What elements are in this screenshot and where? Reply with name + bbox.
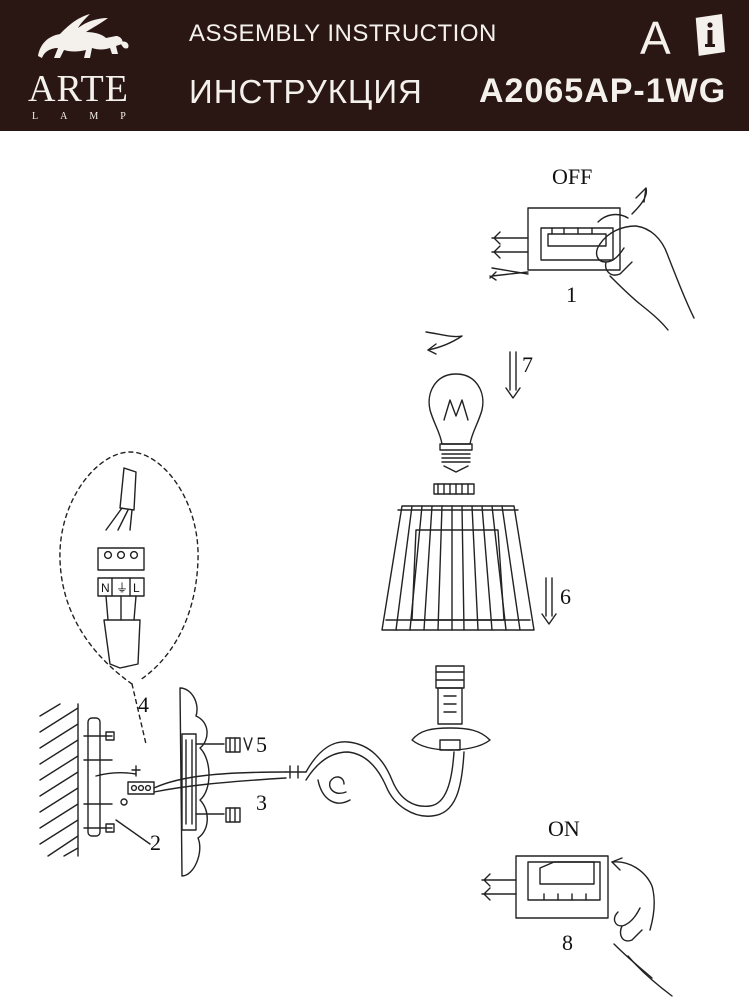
terminal-ground-label: ⏚ <box>116 581 128 595</box>
wiring-detail-bubble <box>59 451 199 745</box>
griffin-logo-icon <box>38 14 129 58</box>
switch-on-icon <box>481 855 609 919</box>
lamp-socket-icon <box>411 665 491 751</box>
language-letter: A <box>640 12 671 64</box>
header-bar: ARTE LAMP ASSEMBLY INSTRUCTION ИНСТРУКЦИ… <box>0 0 749 131</box>
leader-line-2 <box>115 819 151 845</box>
switch-off-label: OFF <box>552 164 592 189</box>
assembly-diagram: OFF 1 7 6 <box>39 164 695 997</box>
wall-bracket-icon <box>83 717 137 837</box>
step-3-label: 3 <box>256 790 267 815</box>
wall-plate-icon <box>179 687 210 877</box>
hand-icon <box>595 187 695 331</box>
step-2-label: 2 <box>150 830 161 855</box>
info-book-icon <box>694 14 725 57</box>
step-6-label: 6 <box>560 584 571 609</box>
wall-hatch-icon <box>39 703 79 857</box>
shade-ring-icon <box>433 483 475 495</box>
step-7-label: 7 <box>522 352 533 377</box>
logo-subtitle: LAMP <box>32 111 148 122</box>
step-4-label: 4 <box>138 692 149 717</box>
down-arrow-7-icon <box>505 351 521 399</box>
switch-on-label: ON <box>548 816 580 841</box>
terminal-n-label: N <box>101 581 110 595</box>
step-5-label: 5 <box>256 732 267 757</box>
screw-3-icon <box>195 807 241 823</box>
switch-off-icon <box>489 207 621 281</box>
logo-name: ARTE <box>28 68 129 110</box>
terminal-l-label: L <box>133 581 140 595</box>
step-1-label: 1 <box>566 282 577 307</box>
screw-5-icon <box>195 737 253 753</box>
bulb-rotate-arrow-icon <box>425 331 463 355</box>
model-code: A2065AP-1WG <box>479 72 727 110</box>
lamp-arm-icon <box>285 741 465 817</box>
light-bulb-icon <box>428 373 484 473</box>
wire-connector-icon <box>120 765 287 806</box>
lampshade-icon <box>381 505 535 631</box>
assembly-title: ASSEMBLY INSTRUCTION <box>189 20 497 47</box>
down-arrow-6-icon <box>541 577 557 625</box>
step-8-label: 8 <box>562 930 573 955</box>
russian-title: ИНСТРУКЦИЯ <box>189 73 423 110</box>
hand-on-icon <box>611 857 673 997</box>
terminal-block-icon <box>97 467 145 669</box>
